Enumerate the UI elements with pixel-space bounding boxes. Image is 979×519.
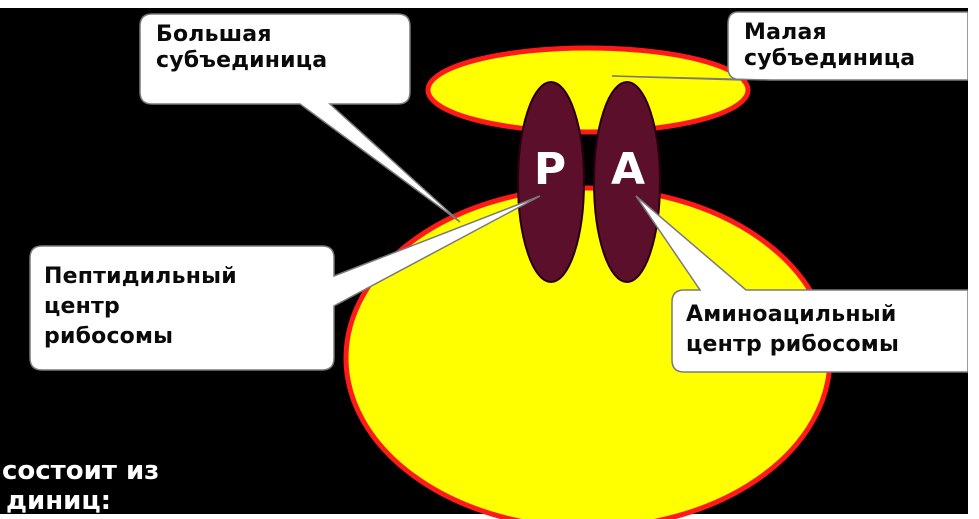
bottom-text-line1: состоит из	[2, 456, 160, 486]
callout-peptidyl-center	[29, 195, 541, 371]
bottom-text-line2: диниц:	[6, 486, 112, 516]
a-site-shape	[593, 81, 661, 283]
large-subunit-label: Большая субъединица	[156, 22, 328, 73]
aminoacyl-center-label: Аминоацильный центр рибосомы	[686, 302, 900, 357]
callout-small-subunit	[611, 11, 969, 81]
right-edge-strip	[968, 0, 979, 519]
small-subunit-shape	[425, 45, 751, 135]
peptidyl-center-label: Пептидильный центр рибосомы	[44, 264, 237, 349]
a-site-label: A	[610, 144, 646, 195]
callout-large-subunit	[139, 13, 461, 223]
small-subunit-label: Малая субъединица	[744, 20, 916, 71]
p-site-label: P	[533, 144, 567, 195]
p-site-shape	[517, 81, 585, 283]
